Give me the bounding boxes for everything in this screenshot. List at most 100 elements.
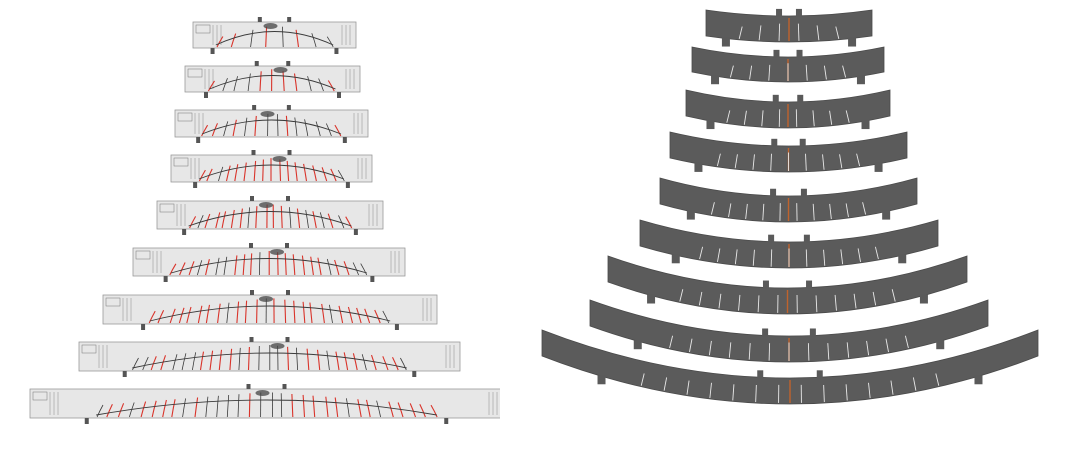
support <box>182 229 187 235</box>
crack <box>738 26 743 39</box>
crack <box>247 73 251 92</box>
crack <box>205 304 211 324</box>
crack <box>293 73 298 92</box>
load-point <box>249 243 253 248</box>
crack <box>171 399 176 418</box>
support <box>874 162 883 172</box>
crack <box>311 33 317 48</box>
crack <box>356 307 362 324</box>
support <box>337 92 341 98</box>
crack <box>296 347 298 371</box>
crack <box>361 354 367 371</box>
crack <box>188 261 195 276</box>
crack <box>856 153 861 167</box>
crack <box>669 335 674 349</box>
crack <box>215 212 221 229</box>
crack <box>310 256 314 276</box>
crushing-zone <box>272 156 287 162</box>
crack <box>343 261 350 276</box>
load-plate <box>762 328 769 337</box>
crack <box>815 295 818 313</box>
arch-crack <box>132 352 407 369</box>
beam-label-box <box>105 297 121 307</box>
crack <box>679 289 684 302</box>
crack <box>839 154 843 169</box>
crack <box>812 110 815 127</box>
crack <box>334 259 340 276</box>
support <box>633 340 642 350</box>
crack <box>419 403 426 418</box>
crack <box>205 259 210 276</box>
support <box>196 137 201 143</box>
crack <box>205 396 209 418</box>
crack <box>891 289 896 302</box>
crack <box>726 110 731 123</box>
crack <box>805 153 807 171</box>
crack <box>382 310 390 324</box>
crack <box>160 355 167 371</box>
load-point <box>249 337 254 342</box>
crack <box>845 110 850 123</box>
crack <box>142 356 149 371</box>
crack <box>293 300 296 324</box>
crack <box>755 385 757 403</box>
load-plate <box>762 280 769 289</box>
crack <box>215 257 220 276</box>
crack <box>315 121 321 137</box>
test-beam <box>78 337 461 377</box>
crack <box>846 342 850 358</box>
crack <box>823 65 827 80</box>
crack <box>823 249 826 266</box>
crack <box>370 354 377 371</box>
crack <box>199 351 205 371</box>
load-point <box>282 384 287 389</box>
crack <box>316 349 321 371</box>
beam-label-box <box>81 344 97 354</box>
crack <box>710 202 715 215</box>
crack <box>305 209 309 229</box>
load-plate <box>772 94 779 103</box>
support <box>84 418 89 424</box>
crushing-zone <box>260 111 275 117</box>
crack <box>178 307 185 324</box>
simulated-beam <box>691 46 885 85</box>
test-beams-svg <box>29 17 500 424</box>
load-point <box>286 290 290 295</box>
crack <box>718 293 722 309</box>
test-beam <box>156 196 384 235</box>
crack <box>890 380 894 395</box>
crack <box>329 304 333 324</box>
support <box>342 137 347 143</box>
support <box>694 162 703 172</box>
support <box>394 324 399 330</box>
crack <box>845 384 848 401</box>
crack <box>221 211 227 229</box>
crack <box>223 121 229 137</box>
crack <box>312 211 317 229</box>
crack <box>284 299 287 324</box>
crack <box>748 343 751 360</box>
crack <box>242 254 246 276</box>
support <box>647 294 656 304</box>
crack <box>223 256 228 276</box>
beam-label-box <box>173 157 189 167</box>
crack <box>912 377 917 391</box>
crack <box>204 213 211 229</box>
crack <box>327 213 334 229</box>
crack <box>729 65 734 78</box>
crack <box>874 246 879 260</box>
support <box>898 254 907 264</box>
crack <box>321 303 325 324</box>
crack <box>303 163 308 182</box>
crack <box>291 393 294 418</box>
load-plate <box>799 138 806 147</box>
arch-crack <box>188 211 352 227</box>
crack <box>334 397 339 418</box>
crack <box>334 124 342 137</box>
load-point <box>252 105 257 110</box>
support <box>163 276 168 282</box>
crack <box>284 253 287 276</box>
crack <box>209 350 214 371</box>
crack <box>319 212 325 229</box>
